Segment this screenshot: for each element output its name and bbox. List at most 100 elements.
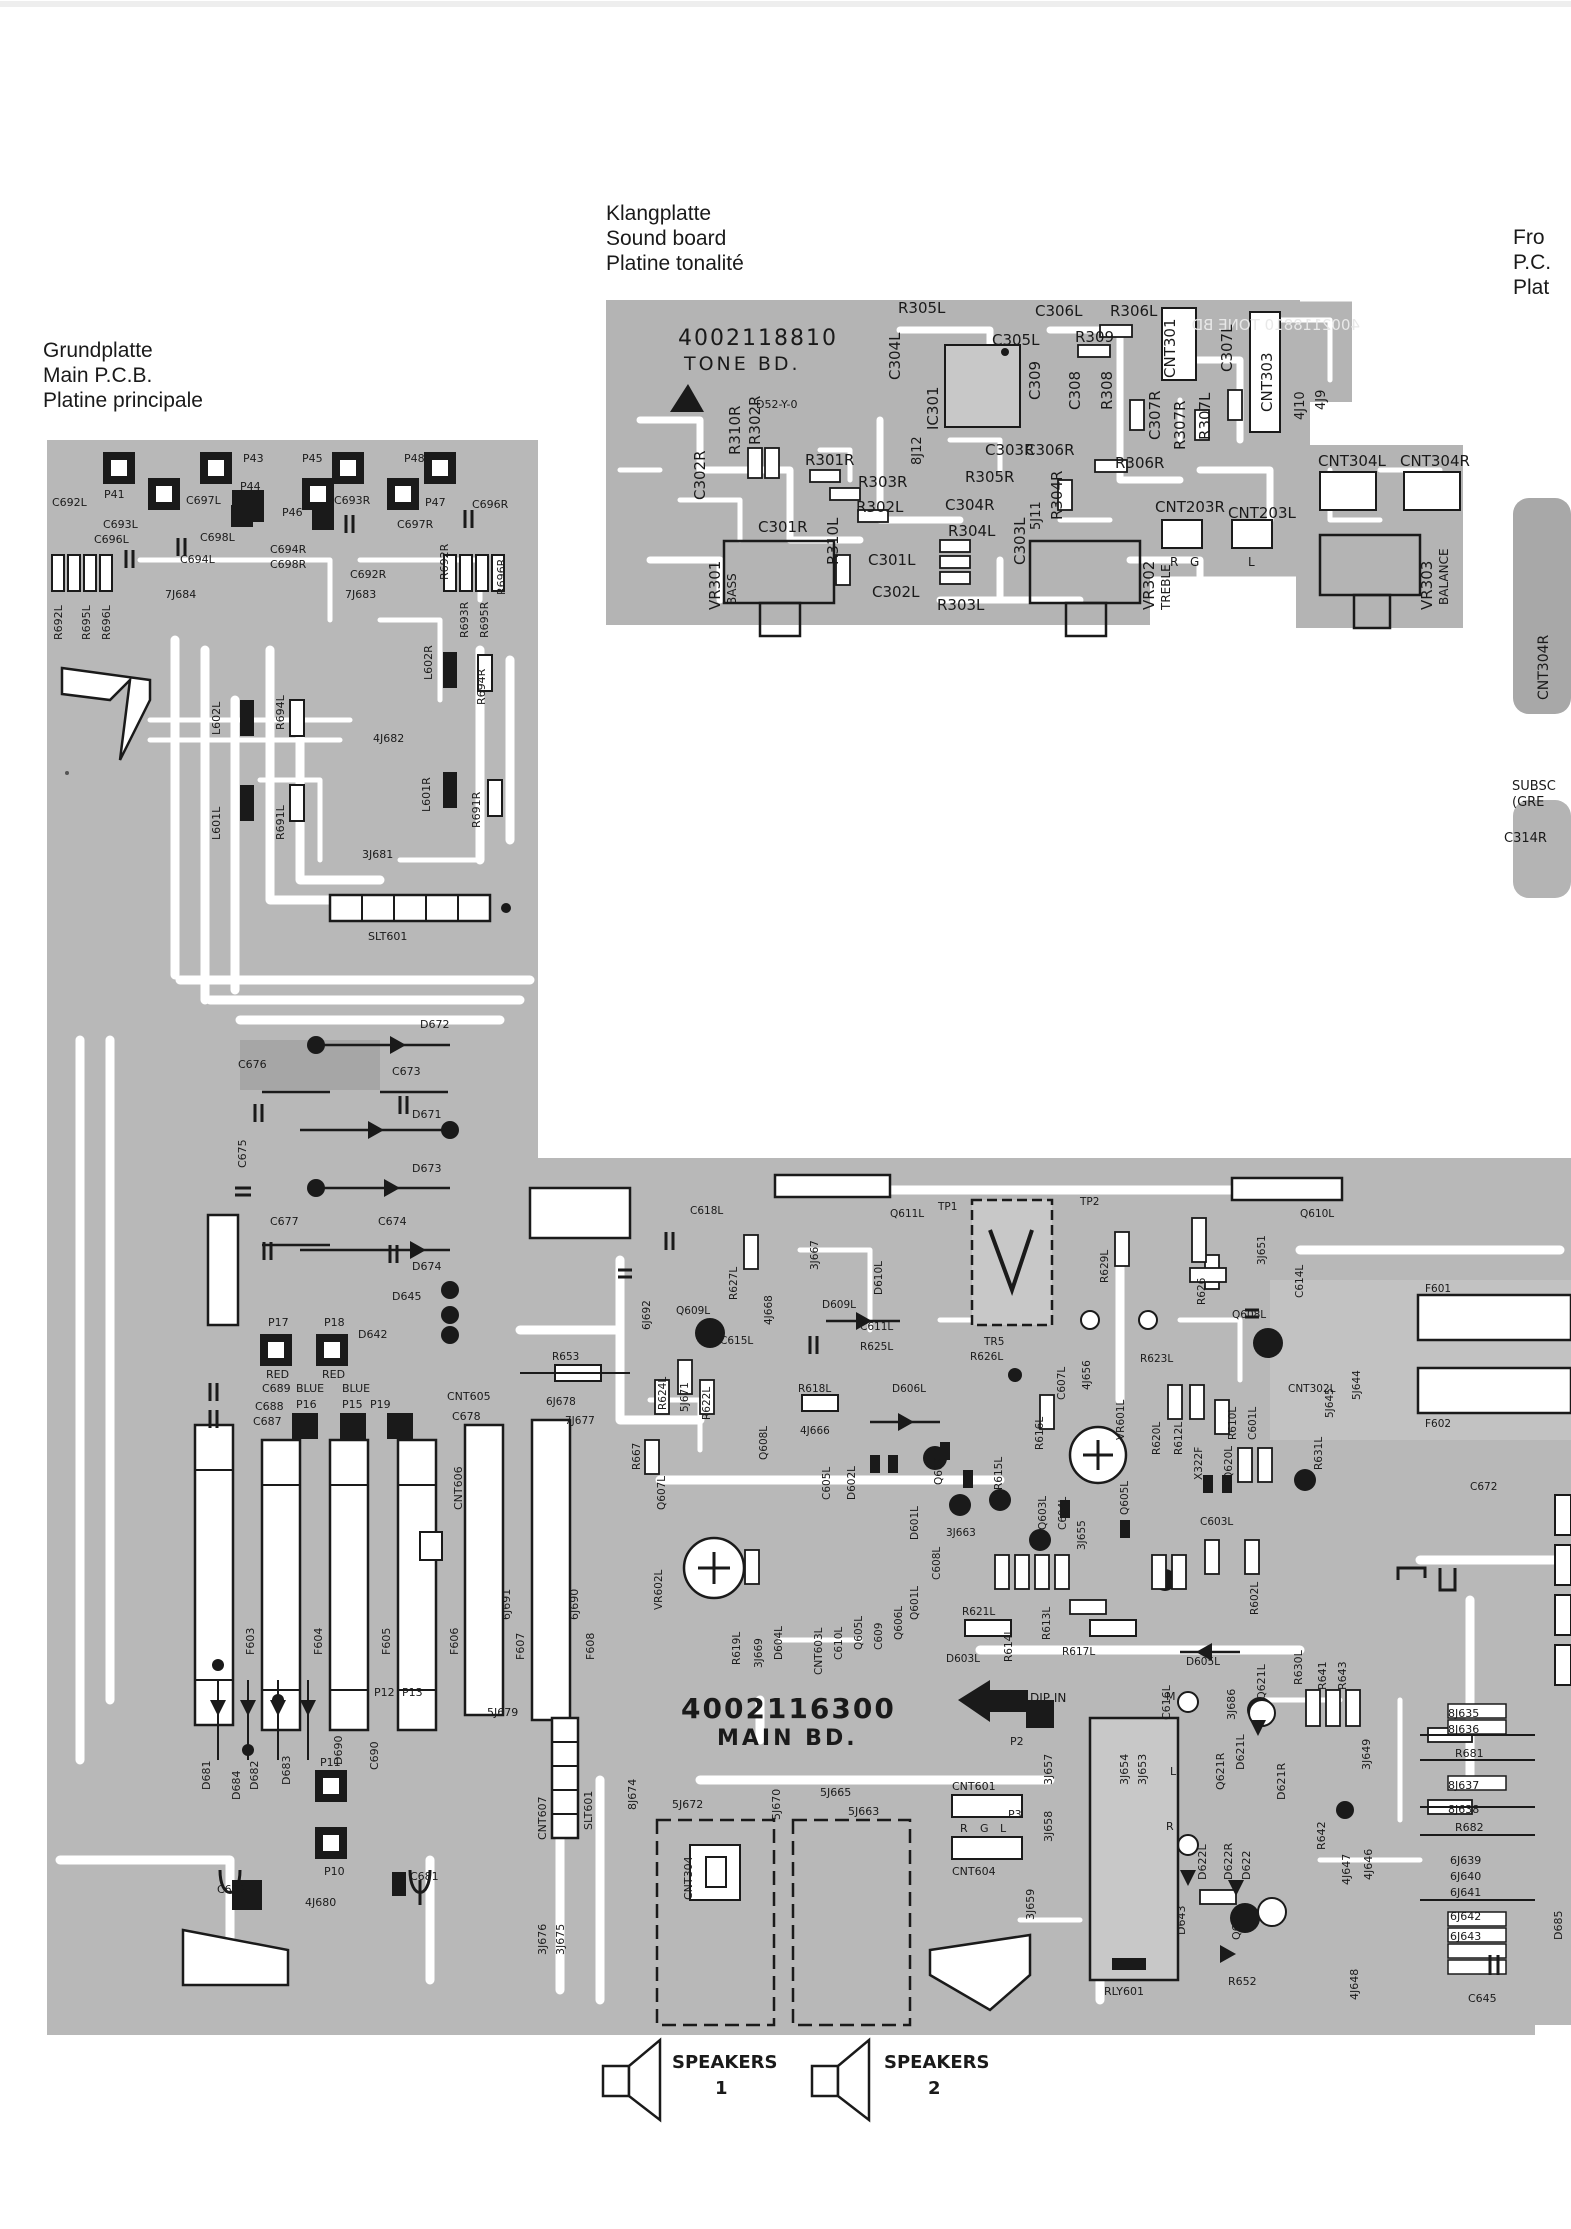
speakers-1-label: SPEAKERS [672, 2052, 777, 2073]
treble-label: TREBLE [1159, 564, 1173, 611]
main-board-caption-en: Main P.C.B. [43, 364, 153, 387]
c308-label: C308 [1066, 371, 1084, 410]
c682-label: C682 [217, 1883, 246, 1896]
c673-label: C673 [392, 1065, 421, 1078]
slt601-top-label: SLT601 [368, 930, 407, 943]
r617l-label: R617L [1062, 1646, 1095, 1658]
r310l-label: R310L [824, 517, 842, 565]
3j669-label: 3J669 [753, 1638, 765, 1668]
d601l-label: D601L [909, 1506, 921, 1540]
front-board-caption-partial: Fro P.C. Plat [1513, 225, 1571, 300]
3j686-label: 3J686 [1225, 1689, 1238, 1720]
c692l-label: C692L [52, 496, 88, 509]
q621r-label: Q621R [1214, 1752, 1227, 1790]
r308-label: R308 [1098, 371, 1116, 410]
q602l-label: Q602L [933, 1451, 945, 1485]
speaker-icon [601, 2064, 631, 2098]
front-board-caption-de: Fro [1513, 226, 1545, 249]
sound-board: 4002118810 TONE BD. 4002118810 TONE BD D… [606, 298, 1470, 638]
front-board-caption-fr: Plat [1513, 276, 1550, 299]
r681-label: R681 [1455, 1747, 1484, 1760]
slt601-bottom-label: SLT601 [582, 1791, 595, 1830]
d622r-label: D622R [1222, 1843, 1235, 1880]
4j647-label: 4J647 [1340, 1854, 1353, 1885]
c301l-label: C301L [868, 551, 916, 569]
c677-label: C677 [270, 1215, 299, 1228]
r621l-label: R621L [962, 1606, 995, 1618]
main-board: 4002116300 MAIN BD. DIP IN P41 P43 P45 P… [47, 440, 1571, 2035]
3j676-label: 3J676 [536, 1924, 549, 1955]
tone-board-part-number: 4002118810 [678, 326, 838, 351]
speakers-1-number: 1 [715, 2078, 728, 2099]
right-subboard-partial: CNT304R SUBSC (GRE C314R [1504, 498, 1571, 898]
c615l-label: C615L [720, 1335, 753, 1347]
p18-label: P18 [324, 1316, 345, 1329]
6j690-label: 6J690 [568, 1589, 581, 1620]
r629l-label: R629L [1099, 1250, 1111, 1283]
r614l-label: R614L [1003, 1629, 1015, 1662]
q610l-label: Q610L [1300, 1208, 1334, 1220]
cnt606-label: CNT606 [452, 1466, 465, 1510]
r642-label: R642 [1315, 1821, 1328, 1850]
c676-label: C676 [238, 1058, 267, 1071]
c694r-label: C694R [270, 543, 307, 556]
c698r-label: C698R [270, 558, 307, 571]
d603l-label: D603L [946, 1653, 980, 1665]
r305r-label: R305R [965, 468, 1014, 486]
d683-label: D683 [280, 1756, 293, 1785]
8j636-label: 8J636 [1448, 1723, 1479, 1736]
main-board-caption-de: Grundplatte [43, 339, 153, 362]
p17-label: P17 [268, 1316, 289, 1329]
d684-label: D684 [230, 1771, 243, 1800]
balance-label: BALANCE [1437, 548, 1451, 605]
c307l-label: C307L [1218, 324, 1236, 372]
5j672-label: 5J672 [672, 1798, 703, 1811]
p3-label: P3 [1008, 1808, 1022, 1821]
p11-label: P11 [320, 1756, 341, 1769]
c689-label: C689 [262, 1382, 291, 1395]
c302l-label: C302L [872, 583, 920, 601]
cnt607-label: CNT607 [536, 1796, 549, 1840]
r304r-label: R304R [1048, 471, 1066, 520]
r615l-label: R615L [993, 1457, 1005, 1490]
r624l-label: R624L [657, 1377, 669, 1410]
r625l-label: R625L [860, 1341, 893, 1353]
cnt601-pin-g: G [980, 1822, 989, 1835]
q622-label: Q622 [1230, 1910, 1243, 1940]
cnt203l-label: CNT203L [1228, 504, 1296, 522]
q601l-label: Q601L [909, 1586, 921, 1620]
c697r-label: C697R [397, 518, 434, 531]
slt601-top-connector [328, 893, 492, 923]
c314r-label: C314R [1504, 831, 1547, 846]
d621l-label: D621L [1234, 1734, 1247, 1770]
c674-label: C674 [378, 1215, 407, 1228]
r619l-label: R619L [731, 1632, 743, 1665]
q603l-label: Q603L [1037, 1496, 1049, 1530]
5j670-label: 5J670 [770, 1789, 783, 1820]
3j654-label: 3J654 [1118, 1754, 1131, 1785]
blue-label-1: BLUE [296, 1382, 324, 1395]
5j663-label: 5J663 [848, 1805, 879, 1818]
f604-label: F604 [312, 1628, 325, 1655]
d673-label: D673 [412, 1162, 441, 1175]
c306r-label: C306R [1025, 441, 1075, 459]
relay-pin-l: L [1170, 1765, 1177, 1778]
6j691-label: 6J691 [500, 1589, 513, 1620]
cnt304l-label: CNT304L [1318, 452, 1386, 470]
6j642-label: 6J642 [1450, 1910, 1481, 1923]
speaker-1: SPEAKERS 1 [601, 2037, 777, 2123]
r641-label: R641 [1316, 1661, 1329, 1690]
c688-label: C688 [255, 1400, 284, 1413]
p19-label: P19 [370, 1398, 391, 1411]
3j658-label: 3J658 [1042, 1811, 1055, 1842]
rly601-label: RLY601 [1104, 1985, 1144, 1998]
d674-label: D674 [412, 1260, 441, 1273]
gre-label: (GRE [1512, 795, 1544, 810]
r626-label: R626 [1196, 1277, 1208, 1305]
5j679-label: 5J679 [487, 1706, 518, 1719]
p45-label: P45 [302, 452, 323, 465]
c698l-label: C698L [200, 531, 236, 544]
4j646-label: 4J646 [1362, 1849, 1375, 1880]
c609-label: C609 [873, 1623, 885, 1650]
